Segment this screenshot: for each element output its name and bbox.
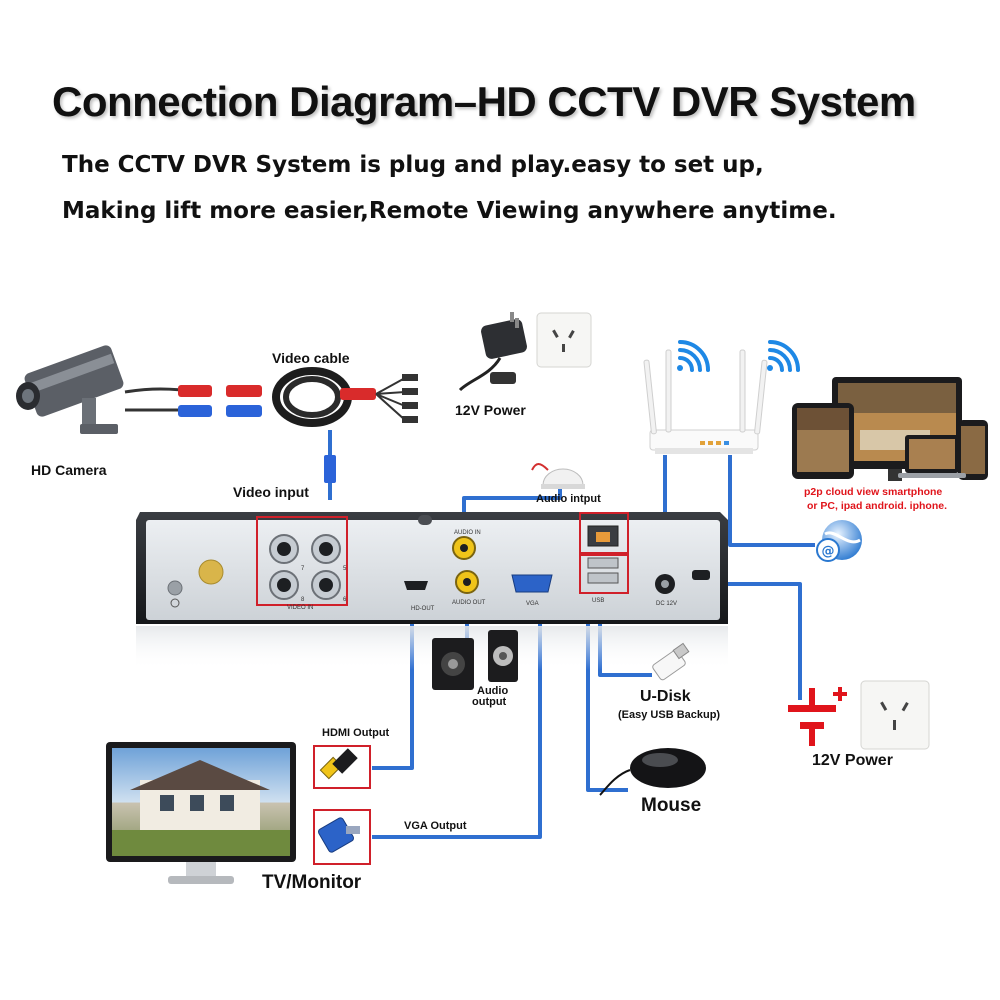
hdmi-plug-icon bbox=[313, 745, 371, 789]
video-cable-icon bbox=[124, 367, 418, 483]
panel-hd-out-legend: HD-OUT bbox=[411, 606, 435, 612]
lan-highlight bbox=[579, 512, 629, 554]
wall-socket-icon bbox=[536, 312, 592, 368]
panel-vga-legend: VGA bbox=[526, 601, 539, 607]
panel-audio-in-legend: AUDIO IN bbox=[454, 530, 481, 536]
smartphone-icon bbox=[958, 420, 988, 480]
bnc-video-input-ports bbox=[269, 534, 341, 600]
wifi-icon bbox=[767, 340, 800, 372]
laptop-icon bbox=[898, 435, 966, 478]
panel-ch8-legend: 8 bbox=[301, 597, 305, 603]
video-cable-label: Video cable bbox=[272, 350, 350, 366]
usb-flash-drive-icon bbox=[652, 642, 690, 681]
wire-vga bbox=[372, 595, 542, 839]
hd-camera-label: HD Camera bbox=[31, 462, 107, 478]
vga-plug-icon bbox=[313, 809, 371, 865]
wifi-icon bbox=[677, 340, 710, 372]
svg-text:@: @ bbox=[822, 544, 835, 559]
page-title: Connection Diagram–HD CCTV DVR System bbox=[52, 78, 916, 125]
subtitle-line-2: Making lift more easier,Remote Viewing a… bbox=[62, 198, 837, 224]
p2p-label-line-2: or PC, ipad android. iphone. bbox=[807, 500, 948, 512]
power-12v-label: 12V Power bbox=[812, 752, 893, 769]
tv-monitor-label: TV/Monitor bbox=[262, 872, 362, 893]
subtitle-line-1: The CCTV DVR System is plug and play.eas… bbox=[62, 152, 764, 178]
hdmi-output-label: HDMI Output bbox=[322, 727, 390, 739]
panel-ch7-legend: 7 bbox=[301, 566, 305, 572]
usb-highlight bbox=[579, 554, 629, 594]
microphone-icon bbox=[531, 463, 585, 489]
udisk-note-label: (Easy USB Backup) bbox=[618, 709, 721, 721]
mouse-icon bbox=[599, 748, 706, 796]
hd-camera-icon bbox=[16, 345, 124, 434]
wire-router-internet bbox=[728, 455, 815, 547]
panel-ch6-legend: 6 bbox=[343, 597, 347, 603]
vga-output-label: VGA Output bbox=[404, 820, 467, 832]
audio-output-label-line-1: Audio bbox=[477, 685, 509, 697]
battery-symbol-icon bbox=[788, 687, 847, 746]
tablet-icon bbox=[792, 403, 854, 479]
power-adapter-label: 12V Power bbox=[455, 402, 526, 418]
mouse-label: Mouse bbox=[641, 795, 702, 816]
power-adapter-icon bbox=[458, 312, 527, 392]
tv-monitor-icon bbox=[106, 742, 296, 884]
panel-audio-out-legend: AUDIO OUT bbox=[452, 600, 486, 606]
udisk-label: U-Disk bbox=[640, 688, 691, 705]
dvr-recorder bbox=[136, 512, 728, 670]
panel-ch5-legend: 5 bbox=[343, 566, 347, 572]
panel-dc12v-legend: DC 12V bbox=[656, 601, 678, 607]
panel-video-in-legend: VIDEO IN bbox=[287, 605, 314, 611]
video-input-label: Video input bbox=[233, 484, 309, 500]
speaker-icon bbox=[432, 630, 518, 690]
p2p-label-line-1: p2p cloud view smartphone bbox=[804, 486, 943, 498]
audio-output-label-line-2: output bbox=[472, 696, 507, 708]
audio-input-label: Audio intput bbox=[536, 493, 601, 505]
video-in-highlight bbox=[256, 516, 348, 606]
internet-globe-icon: @ bbox=[816, 520, 862, 562]
panel-usb-legend: USB bbox=[592, 598, 605, 604]
wall-socket-icon bbox=[860, 680, 930, 750]
router-icon bbox=[643, 349, 768, 454]
